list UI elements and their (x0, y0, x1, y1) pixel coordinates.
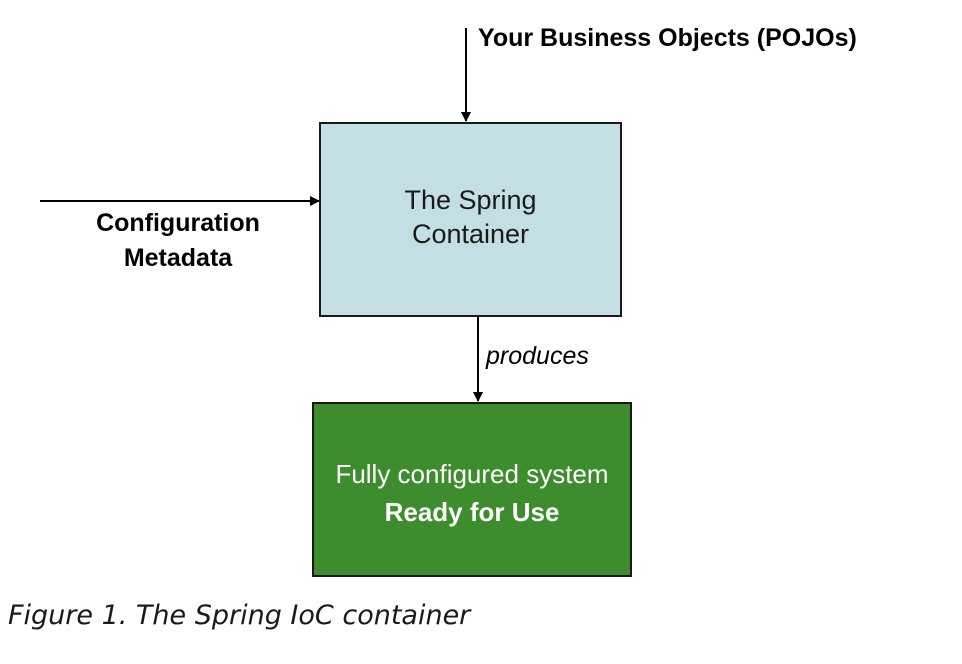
figure-caption: Figure 1. The Spring IoC container (8, 600, 471, 631)
config-label-line1: Configuration (96, 209, 260, 237)
container-label-line2: Container (411, 219, 530, 249)
config-input-label: Configuration Metadata (60, 206, 296, 276)
output-label-line2: Ready for Use (384, 497, 560, 527)
output-system-box (312, 402, 632, 577)
output-system-label: Fully configured system Ready for Use (313, 455, 631, 531)
config-label-line2: Metadata (123, 244, 233, 272)
output-label-line1: Fully configured system (335, 459, 609, 489)
pojo-input-label: Your Business Objects (POJOs) (478, 24, 857, 52)
spring-container-box (319, 122, 622, 317)
produces-edge-label: produces (486, 342, 589, 370)
container-label-line1: The Spring (404, 185, 537, 215)
spring-container-label: The Spring Container (320, 183, 621, 251)
